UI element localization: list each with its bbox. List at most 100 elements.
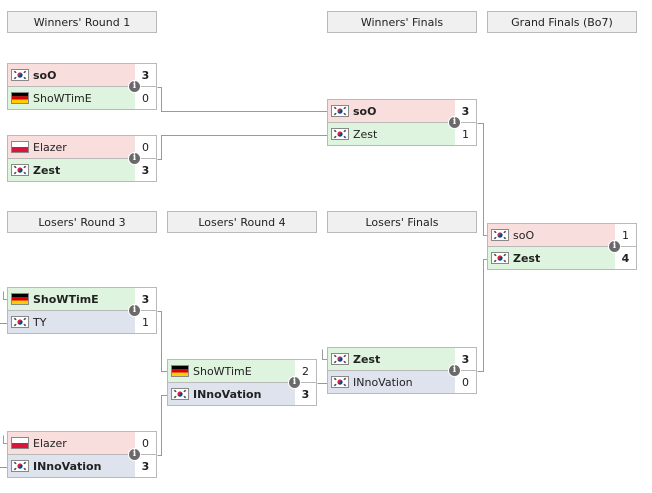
player-name-cell: INnoVation [168, 383, 296, 405]
player-score: 0 [455, 371, 476, 393]
player-name-cell: ShoWTimE [168, 360, 296, 382]
player-name-cell: Zest [328, 348, 456, 370]
player-score: 1 [615, 224, 636, 246]
player-row-zest[interactable]: Zest 1 [327, 122, 477, 146]
player-row-innovation[interactable]: INnoVation 3 [7, 454, 157, 478]
player-name-cell: soO [488, 224, 616, 246]
flag-kr-icon [11, 164, 29, 176]
player-name: soO [33, 68, 57, 82]
player-row-soo[interactable]: soO 3 [327, 99, 477, 123]
header-losers-round-4: Losers' Round 4 [167, 211, 317, 233]
player-name-cell: soO [8, 64, 136, 86]
player-row-elazer[interactable]: Elazer 0 [7, 135, 157, 159]
connector-wf-gf [477, 123, 488, 236]
connector-wr1-b [157, 135, 328, 160]
player-name: Elazer [33, 140, 67, 154]
info-icon[interactable]: i [129, 153, 140, 164]
connector-in-lr3-b-top [3, 435, 8, 444]
player-name: INnoVation [193, 387, 262, 401]
info-icon[interactable]: i [449, 117, 460, 128]
connector-wr1-a [157, 87, 328, 112]
flag-pl-icon [11, 437, 29, 449]
player-score: 2 [295, 360, 316, 382]
player-row-ty[interactable]: TY 1 [7, 310, 157, 334]
header-losers-finals: Losers' Finals [327, 211, 477, 233]
player-name-cell: TY [8, 311, 136, 333]
player-name: INnoVation [33, 459, 102, 473]
player-score: 3 [135, 288, 156, 310]
player-name: ShoWTimE [33, 91, 92, 105]
player-row-showtime[interactable]: ShoWTimE 3 [7, 287, 157, 311]
player-row-showtime[interactable]: ShoWTimE 0 [7, 86, 157, 110]
player-score: 1 [455, 123, 476, 145]
flag-kr-icon [11, 460, 29, 472]
player-row-soo[interactable]: soO 1 [487, 223, 637, 247]
player-name: Zest [353, 352, 381, 366]
info-icon[interactable]: i [449, 365, 460, 376]
info-icon[interactable]: i [129, 305, 140, 316]
player-name-cell: Elazer [8, 136, 136, 158]
flag-kr-icon [331, 376, 349, 388]
player-name: Elazer [33, 436, 67, 450]
player-name-cell: Zest [488, 247, 616, 269]
flag-kr-icon [171, 388, 189, 400]
player-name: ShoWTimE [193, 364, 252, 378]
flag-kr-icon [331, 353, 349, 365]
flag-de-icon [171, 365, 189, 377]
player-score: 3 [135, 159, 156, 181]
flag-kr-icon [331, 128, 349, 140]
connector-in-lr3-a-top [3, 291, 8, 300]
player-name-cell: soO [328, 100, 456, 122]
header-winners-finals: Winners' Finals [327, 11, 477, 33]
player-name-cell: Elazer [8, 432, 136, 454]
player-name-cell: ShoWTimE [8, 87, 136, 109]
player-name-cell: INnoVation [8, 455, 136, 477]
connector-lf-gf [477, 259, 488, 372]
player-row-zest[interactable]: Zest 3 [7, 158, 157, 182]
player-score: 0 [135, 87, 156, 109]
player-name: TY [33, 315, 47, 329]
info-icon[interactable]: i [129, 449, 140, 460]
player-name: Zest [33, 163, 61, 177]
player-row-showtime[interactable]: ShoWTimE 2 [167, 359, 317, 383]
player-name-cell: ShoWTimE [8, 288, 136, 310]
player-score: 0 [135, 432, 156, 454]
player-name-cell: Zest [328, 123, 456, 145]
flag-kr-icon [11, 316, 29, 328]
header-grand-finals: Grand Finals (Bo7) [487, 11, 637, 33]
player-name: soO [353, 104, 377, 118]
flag-kr-icon [331, 105, 349, 117]
player-score: 1 [135, 311, 156, 333]
player-score: 3 [455, 100, 476, 122]
player-name: ShoWTimE [33, 292, 99, 306]
player-score: 3 [135, 455, 156, 477]
flag-kr-icon [491, 252, 509, 264]
player-score: 3 [455, 348, 476, 370]
player-row-elazer[interactable]: Elazer 0 [7, 431, 157, 455]
info-icon[interactable]: i [129, 81, 140, 92]
info-icon[interactable]: i [289, 377, 300, 388]
player-name-cell: Zest [8, 159, 136, 181]
connector-in-lf [322, 349, 328, 360]
header-winners-round-1: Winners' Round 1 [7, 11, 157, 33]
flag-kr-icon [11, 69, 29, 81]
player-score: 3 [135, 64, 156, 86]
header-losers-round-3: Losers' Round 3 [7, 211, 157, 233]
player-name: soO [513, 228, 535, 242]
player-score: 0 [135, 136, 156, 158]
player-name: Zest [353, 127, 378, 141]
info-icon[interactable]: i [609, 241, 620, 252]
player-name-cell: INnoVation [328, 371, 456, 393]
connector-lr3-a [157, 311, 168, 372]
flag-pl-icon [11, 141, 29, 153]
